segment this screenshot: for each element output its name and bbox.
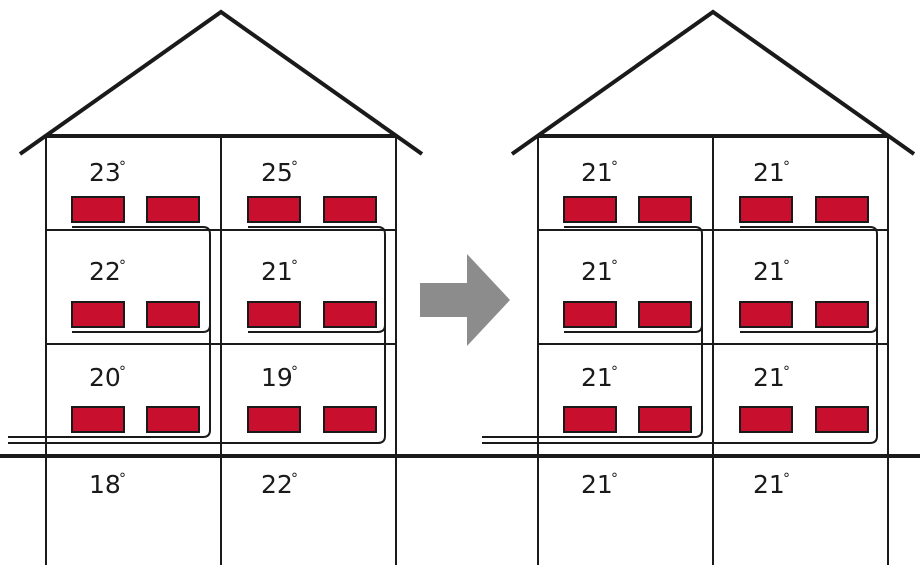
degree-symbol: ° [119,364,126,380]
radiator [324,407,376,432]
degree-symbol: ° [611,258,618,274]
house-after: 21 21 21 21 21 21 21 21 ° ° ° ° ° ° ° ° [482,12,914,565]
roof-after [512,12,914,154]
radiator [639,302,691,327]
room-temp-upper-right: 21 [261,257,293,286]
radiator [740,302,792,327]
room-temp-top-right: 21 [753,158,785,187]
degree-symbol: ° [611,159,618,175]
radiator [740,197,792,222]
room-temp-lower-right: 19 [261,363,293,392]
room-temp-basement-left: 21 [581,470,613,499]
degree-symbol: ° [119,159,126,175]
radiator [72,407,124,432]
radiator [248,197,300,222]
arrow-right-icon [420,254,510,346]
degree-symbol: ° [783,471,790,487]
degree-symbol: ° [291,258,298,274]
room-temp-top-left: 23 [89,158,121,187]
degree-symbol: ° [291,364,298,380]
room-temp-upper-right: 21 [753,257,785,286]
house-before: 23 25 22 21 20 19 18 22 ° ° ° ° ° ° ° ° [8,12,422,565]
degree-symbol: ° [783,258,790,274]
radiator [248,407,300,432]
degree-symbol: ° [611,471,618,487]
room-temp-basement-right: 21 [753,470,785,499]
radiator [816,302,868,327]
radiator [564,197,616,222]
radiator [816,197,868,222]
radiator [72,197,124,222]
room-temp-top-left: 21 [581,158,613,187]
roof-before [20,12,422,154]
radiator [248,302,300,327]
radiator [324,302,376,327]
degree-symbol: ° [119,258,126,274]
room-temp-lower-left: 20 [89,363,121,392]
room-temp-basement-right: 22 [261,470,293,499]
degree-symbol: ° [119,471,126,487]
radiator [740,407,792,432]
room-temp-lower-right: 21 [753,363,785,392]
degree-symbol: ° [783,364,790,380]
radiator [564,407,616,432]
radiator [324,197,376,222]
degree-symbol: ° [611,364,618,380]
radiator [147,407,199,432]
degree-symbol: ° [783,159,790,175]
room-temp-upper-left: 21 [581,257,613,286]
radiator [147,302,199,327]
room-temp-upper-left: 22 [89,257,121,286]
degree-symbol: ° [291,471,298,487]
radiator [564,302,616,327]
room-temp-lower-left: 21 [581,363,613,392]
radiator [639,197,691,222]
radiator [639,407,691,432]
room-temp-basement-left: 18 [89,470,121,499]
radiator [147,197,199,222]
radiator [816,407,868,432]
degree-symbol: ° [291,159,298,175]
radiator [72,302,124,327]
room-temp-top-right: 25 [261,158,293,187]
